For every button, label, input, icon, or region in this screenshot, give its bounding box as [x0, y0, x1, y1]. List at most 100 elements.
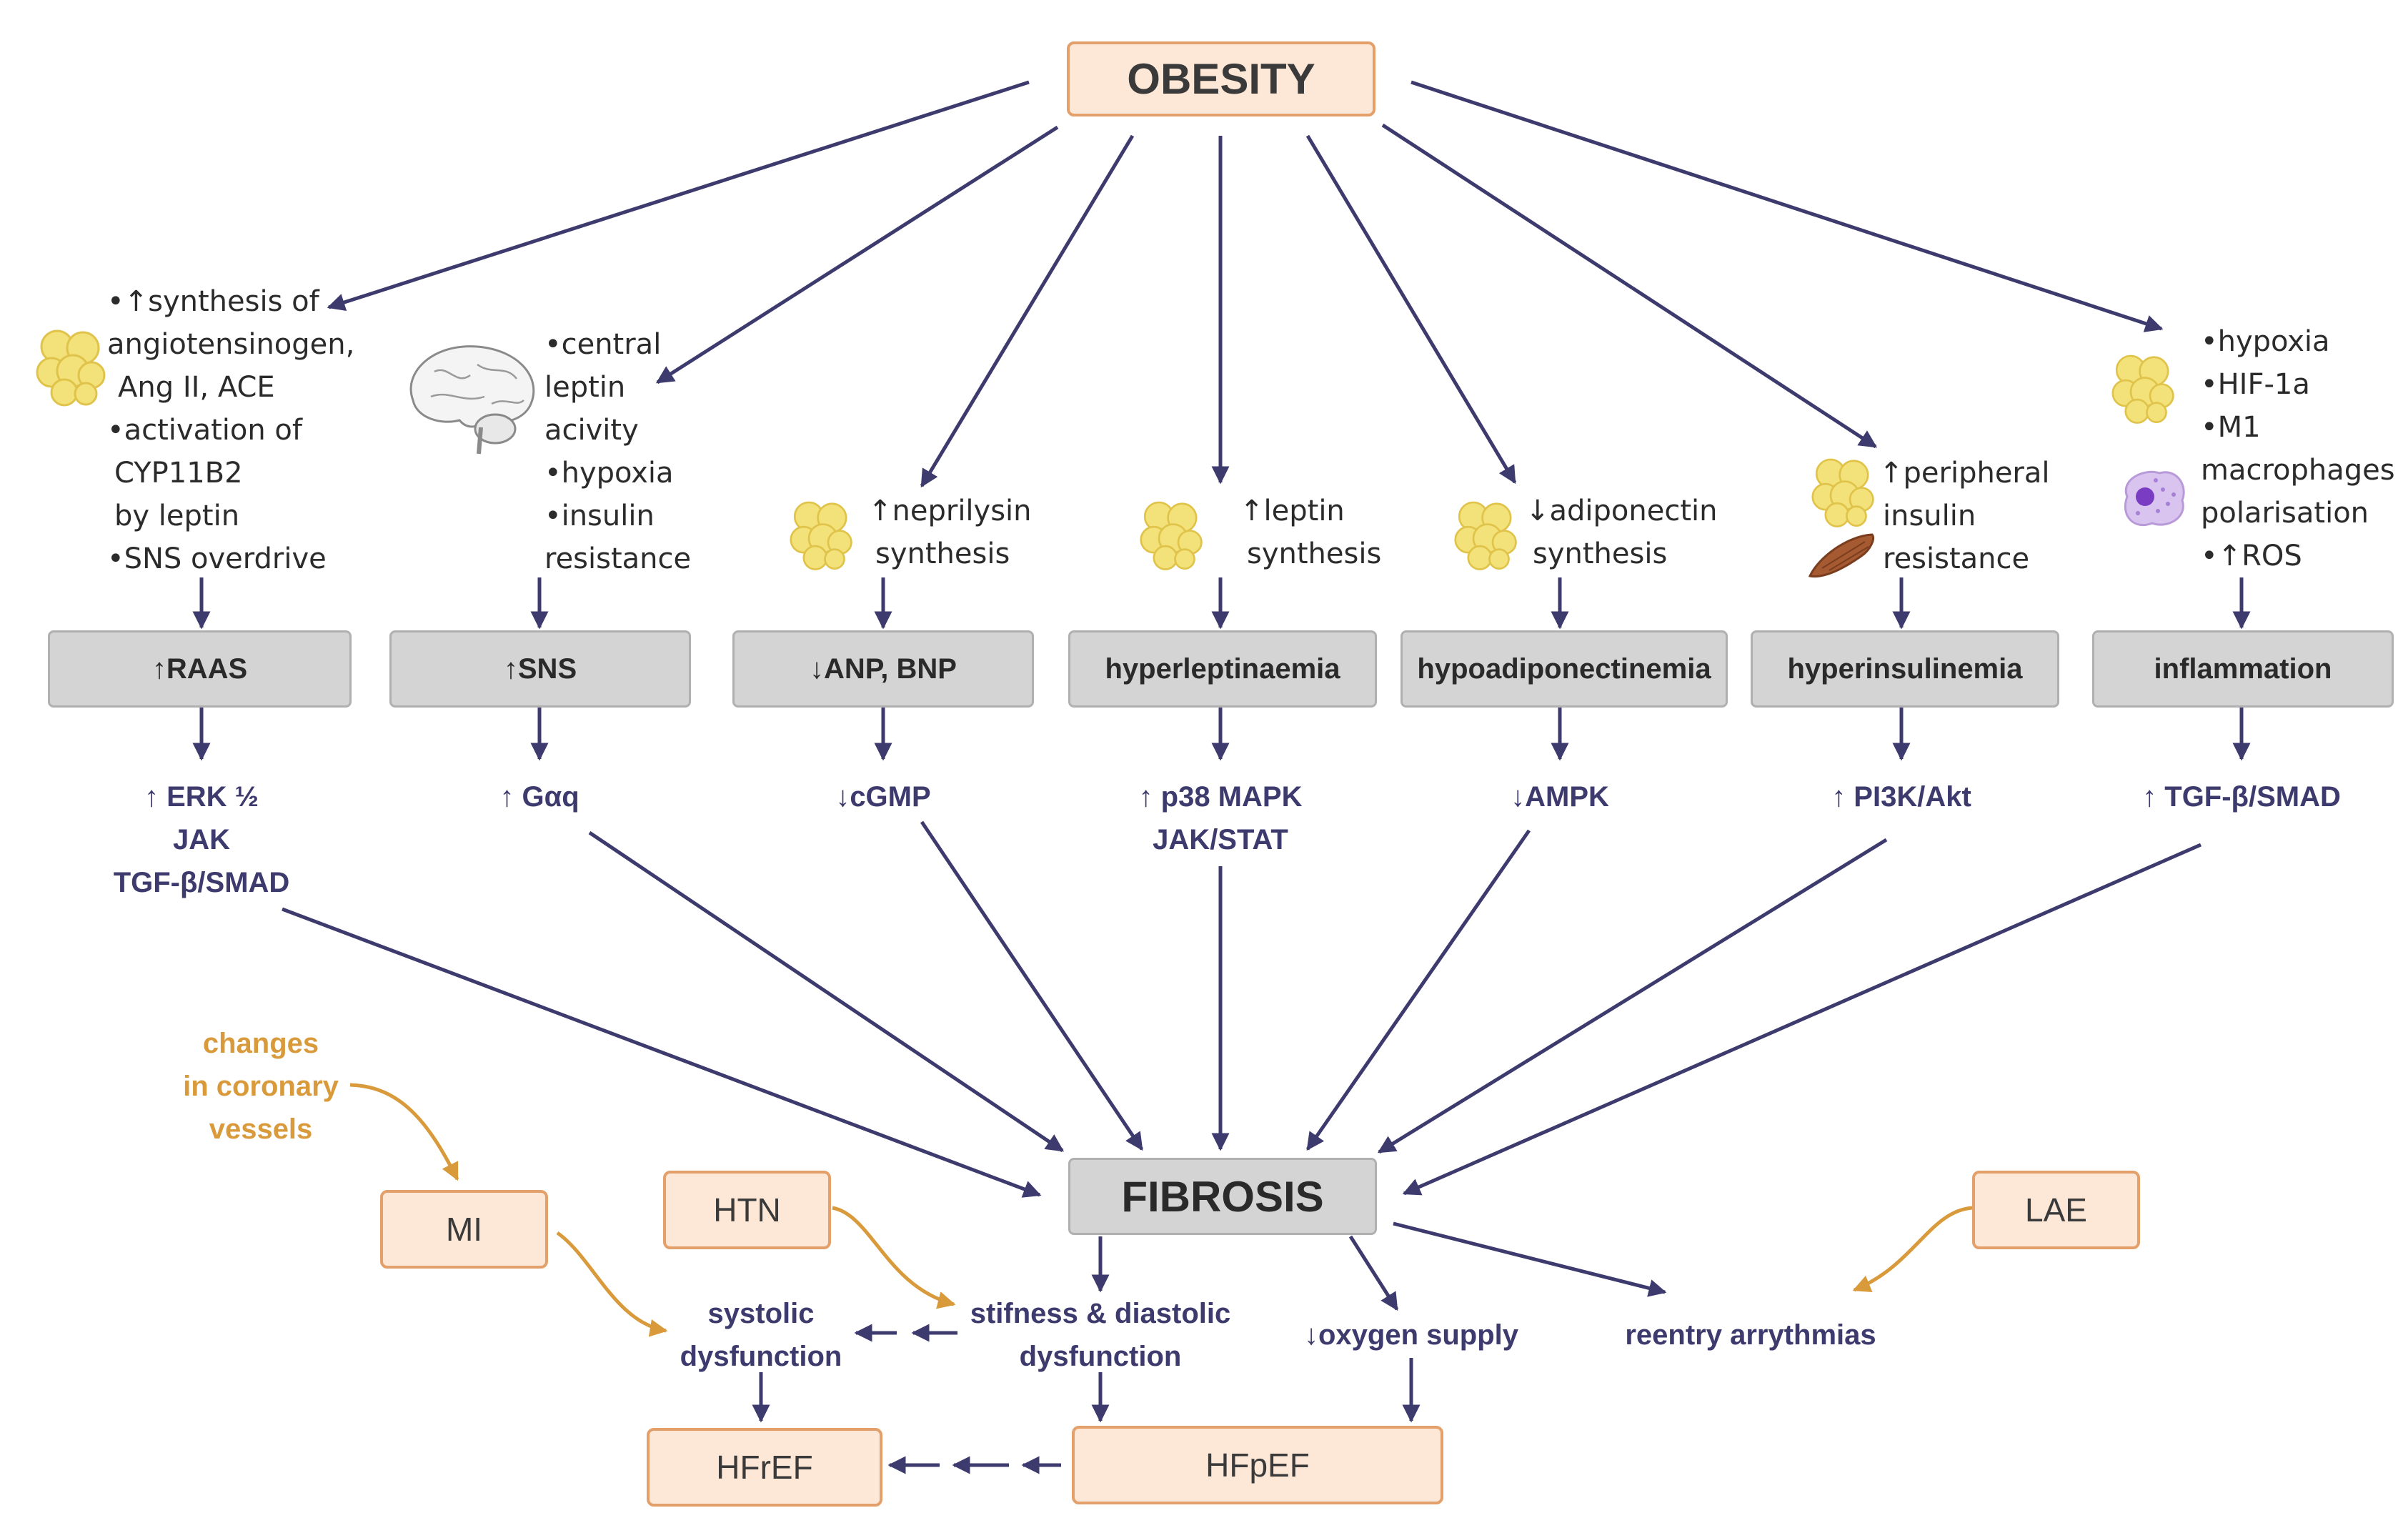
desc-line: polarisation: [2201, 497, 2369, 530]
brain-icon: [409, 345, 535, 455]
desc-line: •activation of: [107, 414, 302, 447]
adipocyte-icon: [790, 501, 852, 570]
arrow-signal-fibrosis-3: [920, 820, 1144, 1151]
desc-neprilysin: ↑neprilysin synthesis: [868, 490, 1032, 575]
desc-line: synthesis: [875, 537, 1010, 570]
arrow-obesity-neprilysin: [920, 134, 1135, 488]
signal-line: ↑ Gαq: [499, 781, 579, 813]
box-label: ↑RAAS: [151, 653, 248, 685]
signal-leptin: ↑ p38 MAPK JAK/STAT: [1113, 775, 1328, 861]
desc-line: synthesis: [1247, 537, 1382, 570]
coronary-line: in coronary: [183, 1071, 339, 1102]
arrow-lae-reentry: [1852, 1206, 1973, 1292]
muscle-icon: [1808, 533, 1874, 578]
oxygen-supply: ↓oxygen supply: [1303, 1319, 1519, 1351]
arrow-htn-stiffness: [832, 1206, 956, 1309]
desc-line: ↑leptin: [1240, 495, 1345, 527]
box-inflammation: inflammation: [2092, 630, 2394, 708]
box-label: inflammation: [2154, 653, 2332, 685]
desc-line: resistance: [1883, 542, 2030, 575]
desc-line: •M1: [2201, 411, 2261, 444]
desc-line: •↑synthesis of: [107, 285, 319, 318]
desc-line: ↑neprilysin: [868, 495, 1032, 527]
adipocyte-icon: [1811, 458, 1874, 527]
signal-line: ↑ TGF-β/SMAD: [2142, 781, 2341, 813]
systolic-dysfunction: systolic dysfunction: [665, 1292, 857, 1378]
hfpef-box: HFpEF: [1072, 1426, 1443, 1504]
signal-line: ↑ p38 MAPK: [1138, 781, 1303, 813]
mi-box: MI: [380, 1190, 548, 1269]
coronary-label: changes in coronary vessels: [146, 1022, 375, 1151]
desc-line: resistance: [544, 542, 692, 575]
signal-line: JAK/STAT: [1153, 824, 1288, 855]
reentry-arrhythmias: reentry arrythmias: [1625, 1319, 1876, 1351]
box-label: hyperinsulinemia: [1787, 653, 2023, 685]
adipocyte-icon: [1454, 501, 1517, 570]
desc-line: •insulin: [544, 500, 655, 532]
htn-label: HTN: [713, 1191, 781, 1229]
arrow-mi-systolic: [556, 1231, 668, 1337]
mi-label: MI: [445, 1211, 483, 1248]
arrow-obesity-insulin: [1381, 123, 1878, 449]
arrow-signal-fibrosis-7: [1402, 843, 2202, 1196]
arrow-coronary-mi: [349, 1083, 459, 1181]
signal-line: ↓cGMP: [835, 781, 931, 813]
desc-line: insulin: [1883, 500, 1976, 532]
signal-line: TGF-β/SMAD: [113, 867, 290, 898]
desc-line: by leptin: [114, 500, 240, 532]
signal-raas: ↑ ERK ½ JAK TGF-β/SMAD: [94, 775, 309, 904]
signal-inflammation: ↑ TGF-β/SMAD: [2120, 775, 2363, 818]
stiffness-dysfunction: stifness & diastolic dysfunction: [957, 1292, 1243, 1378]
desc-raas: •↑synthesis of angiotensinogen, Ang II, …: [107, 280, 354, 580]
macrophage-icon: [2124, 470, 2185, 527]
signal-insulin: ↑ PI3K/Akt: [1794, 775, 2009, 818]
coronary-line: vessels: [209, 1113, 313, 1145]
desc-insulin: ↑peripheral insulin resistance: [1879, 452, 2050, 580]
htn-box: HTN: [663, 1171, 831, 1249]
desc-line: Ang II, ACE: [118, 371, 275, 404]
stiffness-line: dysfunction: [1019, 1341, 1182, 1372]
lae-box: LAE: [1972, 1171, 2140, 1249]
desc-line: •central: [544, 328, 662, 361]
adipocyte-icon: [2111, 354, 2174, 424]
box-anp-bnp: ↓ANP, BNP: [732, 630, 1034, 708]
box-label: ↑SNS: [503, 653, 577, 685]
adipocyte-icon: [1140, 501, 1203, 570]
box-sns: ↑SNS: [389, 630, 691, 708]
desc-adiponectin: ↓adiponectin synthesis: [1526, 490, 1718, 575]
desc-line: CYP11B2: [114, 457, 243, 490]
desc-line: leptin: [544, 371, 626, 404]
signal-line: ↓AMPK: [1511, 781, 1609, 813]
arrow-signal-fibrosis-1: [282, 907, 1042, 1198]
desc-sns: •central leptin acivity •hypoxia •insuli…: [544, 323, 691, 580]
adipocyte-icon: [36, 329, 106, 407]
arrow-obesity-inflammation: [1411, 80, 2164, 332]
obesity-box: OBESITY: [1067, 41, 1375, 116]
arrow-signal-fibrosis-2: [588, 830, 1065, 1153]
fibrosis-label: FIBROSIS: [1121, 1172, 1324, 1221]
systolic-line: dysfunction: [680, 1341, 842, 1372]
arrow-fibrosis-reentry: [1393, 1221, 1667, 1297]
desc-line: macrophages: [2201, 454, 2395, 487]
box-label: ↓ANP, BNP: [810, 653, 957, 685]
obesity-label: OBESITY: [1127, 55, 1315, 103]
desc-inflammation: •hypoxia •HIF-1a •M1 macrophages polaris…: [2201, 320, 2395, 577]
box-hyperinsulinemia: hyperinsulinemia: [1751, 630, 2059, 708]
signal-line: ↑ ERK ½: [144, 781, 259, 813]
desc-line: •hypoxia: [544, 457, 674, 490]
arrow-fibrosis-oxygen: [1348, 1235, 1399, 1311]
desc-line: •SNS overdrive: [107, 542, 327, 575]
desc-line: •hypoxia: [2201, 325, 2330, 358]
signal-adiponectin: ↓AMPK: [1453, 775, 1667, 818]
desc-line: ↓adiponectin: [1526, 495, 1718, 527]
arrow-obesity-raas: [327, 80, 1030, 312]
desc-line: synthesis: [1533, 537, 1668, 570]
desc-line: angiotensinogen,: [107, 328, 355, 361]
hfref-box: HFrEF: [647, 1428, 882, 1507]
desc-line: ↑peripheral: [1879, 457, 2050, 490]
arrow-signal-fibrosis-6: [1377, 838, 1888, 1154]
signal-anp: ↓cGMP: [776, 775, 990, 818]
desc-line: •HIF-1a: [2201, 368, 2310, 401]
box-label: hypoadiponectinemia: [1417, 653, 1711, 685]
